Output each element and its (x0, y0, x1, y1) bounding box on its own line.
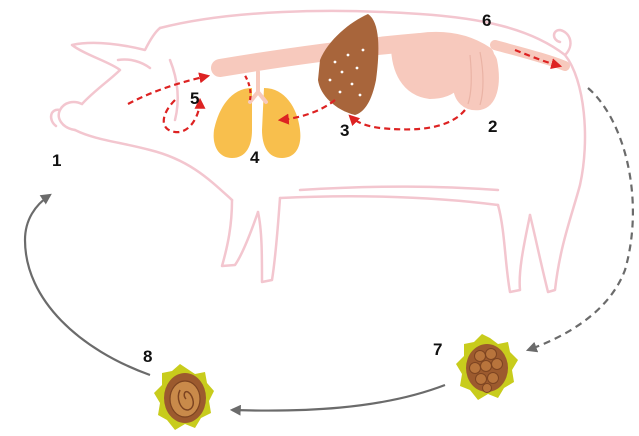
lungs-icon (214, 72, 301, 158)
step-label-5: 5 (190, 89, 199, 108)
step-label-7: 7 (433, 340, 442, 359)
egg-embryonated-icon (154, 364, 214, 430)
environment-cycle-path (25, 88, 633, 411)
cycle-arrow-shed-eggs (528, 88, 633, 350)
cycle-arrow-ingestion (25, 195, 150, 375)
step-label-6: 6 (482, 11, 491, 30)
step-label-2: 2 (488, 117, 497, 136)
step-label-3: 3 (340, 121, 349, 140)
egg-unembryonated-icon (456, 334, 518, 400)
step-label-4: 4 (250, 148, 260, 167)
cycle-arrow-embryonation (232, 385, 445, 411)
liver-icon (318, 14, 378, 115)
step-label-1: 1 (52, 151, 61, 170)
migration-arrow-intestine-to-liver (350, 110, 465, 129)
step-label-8: 8 (143, 347, 152, 366)
